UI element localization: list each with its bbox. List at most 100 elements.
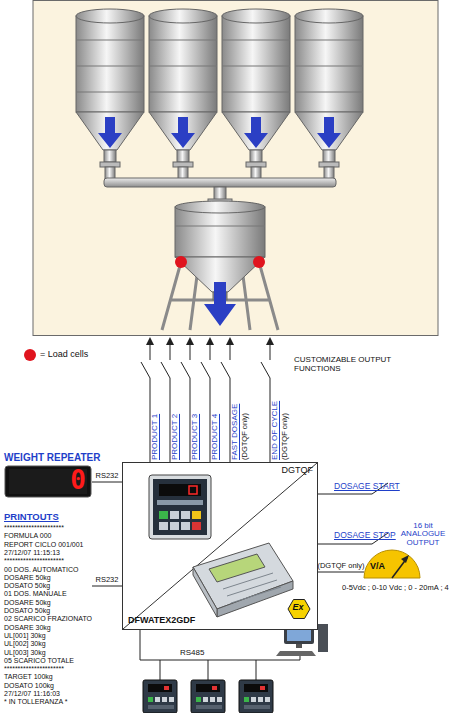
controller-art (159, 522, 168, 530)
connector-line (92, 586, 122, 587)
computer-icon (318, 624, 328, 652)
connector-label: RS232 (96, 472, 119, 480)
output-signal: FAST DOSAGE (231, 384, 240, 460)
weight-repeater: WEIGHT REPEATER0 (4, 452, 92, 498)
plant-panel (33, 1, 438, 336)
controller-art (192, 511, 201, 519)
silo (222, 9, 290, 167)
controller-art (153, 479, 207, 535)
unit-label: V/A (370, 562, 385, 572)
model-name: DGTQF (282, 466, 314, 476)
atex-mark: Ex (288, 603, 308, 613)
controller-art (181, 511, 190, 519)
receipt-line: DOSATO 50kg (4, 582, 50, 590)
manifold-pipe (105, 167, 115, 179)
controller-art (181, 522, 190, 530)
controller-art (192, 522, 201, 530)
manifold-pipe (178, 167, 188, 179)
receipt-line: DOSATO 100kg (4, 682, 54, 690)
weigh-hopper (175, 256, 187, 268)
device-heading: 16 bit ANALOGUE OUTPUT (398, 522, 448, 547)
weigh-hopper (175, 226, 265, 227)
connector-label: RS232 (96, 576, 119, 584)
weigh-hopper (204, 282, 236, 326)
display-housing (5, 466, 91, 497)
output-switch (141, 337, 274, 462)
signal-note: (DGTQF only) (241, 384, 249, 460)
output-signal: PRODUCT 3 (191, 384, 200, 460)
instrument-icon (143, 680, 177, 713)
receipt-line: UL[001] 30kg (4, 632, 46, 640)
connector-line (318, 572, 364, 573)
computer-icon (296, 644, 302, 648)
receipt-line: 27/12/07 11:15:13 (4, 549, 60, 557)
output-signal: PRODUCT 2 (171, 384, 180, 460)
controller-art (223, 573, 281, 603)
weigh-hopper (175, 207, 265, 257)
controller-art (288, 600, 310, 619)
controller-art (123, 463, 317, 629)
display-digit: 0 (70, 466, 86, 495)
receipt-line: 01 DOS. MANUALE (4, 590, 67, 598)
receipt-line: UL[003] 30kg (4, 649, 46, 657)
receipt-line: TARGET 100kg (4, 673, 53, 681)
controller-art (159, 511, 168, 519)
receipt-line: FORMULA 000 (4, 532, 51, 540)
signal-note: (DGTQF only) (281, 384, 289, 460)
output-switch (146, 337, 274, 345)
bus-name: RS485 (180, 649, 204, 658)
rs485-bus (140, 630, 300, 680)
receipt-line: DOSARE 30kg (4, 624, 51, 632)
receipt-line: REPORT CICLO 001/001 (4, 541, 84, 549)
weighing-controller: DGTQF DFWATEX2GDF (122, 462, 318, 630)
manifold-pipe (251, 167, 261, 179)
manifold-pipe (324, 167, 334, 179)
receipt-line: 02 SCARICO FRAZIONATO (4, 615, 92, 623)
controller-art (157, 500, 203, 505)
controller-art (170, 522, 179, 530)
receipt-line: DOSATO 50kg (4, 607, 50, 615)
manifold-pipe (104, 167, 336, 204)
group-note: CUSTOMIZABLE OUTPUT FUNCTIONS (294, 356, 404, 374)
output-signal: PRODUCT 4 (211, 384, 220, 460)
weigh-hopper (253, 256, 265, 268)
printout-receipt: PRINTOUTS**********************FORMULA 0… (4, 512, 92, 708)
input-signal: DOSAGE STOP (334, 531, 396, 540)
output-signal: END OF CYCLE (271, 384, 280, 460)
instrument-icon (239, 680, 273, 713)
silo (295, 9, 363, 167)
controller-art (149, 475, 211, 539)
weigh-hopper (162, 201, 278, 330)
gauge-dial (364, 550, 420, 578)
receipt-line: ********************** (4, 665, 64, 673)
instrument-icon (191, 680, 225, 713)
silo (76, 9, 144, 167)
computer-icon (276, 651, 316, 656)
receipt-line: ********************** (4, 557, 64, 565)
model-name: DFWATEX2GDF (128, 616, 195, 626)
input-signal: DOSAGE START (334, 482, 400, 491)
connector-line (92, 482, 122, 483)
output-signal: PRODUCT 1 (151, 384, 160, 460)
receipt-line: ********************** (4, 524, 64, 532)
receipt-line: 27/12/07 11:16:03 (4, 690, 60, 698)
gauge-dial (401, 555, 409, 563)
silo (149, 9, 217, 167)
range-spec: 0-5Vdc ; 0-10 Vdc ; 0 - 20mA ; 4 - 20 mA (342, 584, 450, 592)
receipt-line: DOSARE 50kg (4, 599, 51, 607)
legend-text: = Load cells (40, 350, 88, 360)
controller-art (217, 581, 293, 617)
legend-swatch (24, 349, 36, 361)
controller-art (189, 486, 197, 494)
output-switch (141, 345, 270, 462)
weigh-hopper (175, 201, 265, 213)
device-heading: WEIGHT REPEATER (4, 452, 100, 463)
receipt-line: DOSARE 50kg (4, 574, 51, 582)
connector-label: (DGTQF only) (317, 562, 364, 570)
receipt-line: 00 DOS. AUTOMATICO (4, 566, 78, 574)
receipt-line: 05 SCARICO TOTALE (4, 657, 74, 665)
receipt-line: * IN TOLLERANZA * (4, 698, 68, 706)
manifold-pipe (104, 178, 336, 187)
